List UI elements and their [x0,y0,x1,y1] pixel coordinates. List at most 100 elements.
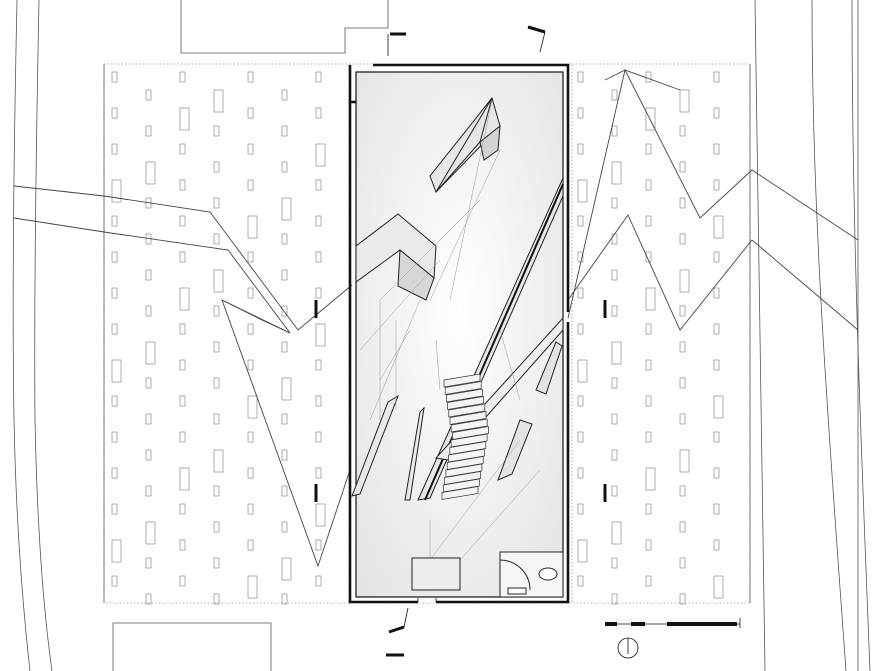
planting-bed [611,377,618,389]
planting-bed [111,323,118,335]
planting-bed [281,593,288,605]
planting-bed [145,89,152,101]
stair-tread [447,396,484,410]
planting-bed [679,89,690,113]
street-edge-left-outer [12,0,31,671]
planting-bed [281,233,288,245]
planting-bed [281,341,288,353]
stair-tread [448,403,486,418]
planting-bed [713,431,720,443]
planting-bed [111,179,122,203]
planting-bed [111,143,118,155]
entry-door [417,598,437,602]
planting-bed [315,539,322,551]
planting-bed [611,413,618,425]
planting-bed [111,575,118,587]
planting-bed [679,413,686,425]
planting-bed [611,305,618,317]
planting-bed [611,593,618,605]
planting-bed [713,107,720,119]
planting-bed [645,539,652,551]
planting-bed [247,143,254,155]
street-edge-left-inner [34,0,53,671]
planting-bed [145,341,156,365]
planting-bed [611,269,618,281]
planting-bed [645,287,656,311]
stair-tread [441,486,479,500]
planting-bed [713,323,720,335]
stair-tread [443,373,481,388]
planting-bed [577,323,584,335]
zigzag-void-left [13,185,353,568]
planting-bed [247,107,254,119]
planting-bed [315,359,322,371]
planting-bed [179,395,186,407]
planting-bed [679,485,686,497]
planting-bed [645,143,652,155]
planting-bed [213,593,220,605]
planting-bed [577,431,584,443]
street-edge-right-1 [754,0,766,671]
main-building [348,63,570,604]
planting-bed [611,197,618,209]
planting-bed [577,143,584,155]
garden-planting-right [577,71,724,605]
planting-bed [247,575,258,599]
planting-bed [679,125,686,137]
lower-left-void [351,394,425,501]
planting-bed [247,287,254,299]
planting-bed [645,179,652,191]
planting-bed [281,413,288,425]
planting-bed [111,215,118,227]
planting-bed [247,71,254,83]
planting-bed [145,557,152,569]
planting-bed [679,377,686,389]
planting-bed [213,413,220,425]
stair-tread [448,448,485,463]
planting-bed [213,521,220,533]
planting-bed [315,215,322,227]
planting-bed [713,503,720,515]
planting-bed [213,557,220,569]
planting-bed [577,575,584,587]
planting-bed [679,197,686,209]
planting-bed [111,539,122,563]
planting-bed [713,215,724,239]
stair-tread [444,381,482,395]
planting-bed [179,143,186,155]
planting-bed [247,539,254,551]
planting-bed [213,197,220,209]
planting-bed [247,503,254,515]
planting-bed [281,305,288,317]
planting-bed [315,467,322,479]
planting-bed [315,395,322,407]
planting-bed [145,269,152,281]
planting-bed [577,395,584,407]
stair-tread [444,471,481,485]
planting-bed [213,341,220,353]
stair-tread [452,426,489,440]
planting-bed [213,485,220,497]
stair-tread [446,388,483,403]
planting-bed [645,575,652,587]
planting-bed [111,251,118,263]
planting-bed [247,179,254,191]
section-markers [314,25,607,657]
stair-tread [449,441,487,455]
planting-bed [111,359,122,383]
planting-bed [679,269,690,293]
planting-bed [577,107,584,119]
planting-bed [645,71,652,83]
planting-bed [145,161,156,185]
planting-bed [713,251,720,263]
planting-bed [611,521,622,545]
planting-bed [611,233,618,245]
planting-bed [645,323,652,335]
planting-bed [713,287,720,299]
planting-bed [713,359,720,371]
planting-bed [145,413,152,425]
planting-bed [577,359,588,383]
planting-bed [679,521,686,533]
planting-bed [315,503,326,527]
